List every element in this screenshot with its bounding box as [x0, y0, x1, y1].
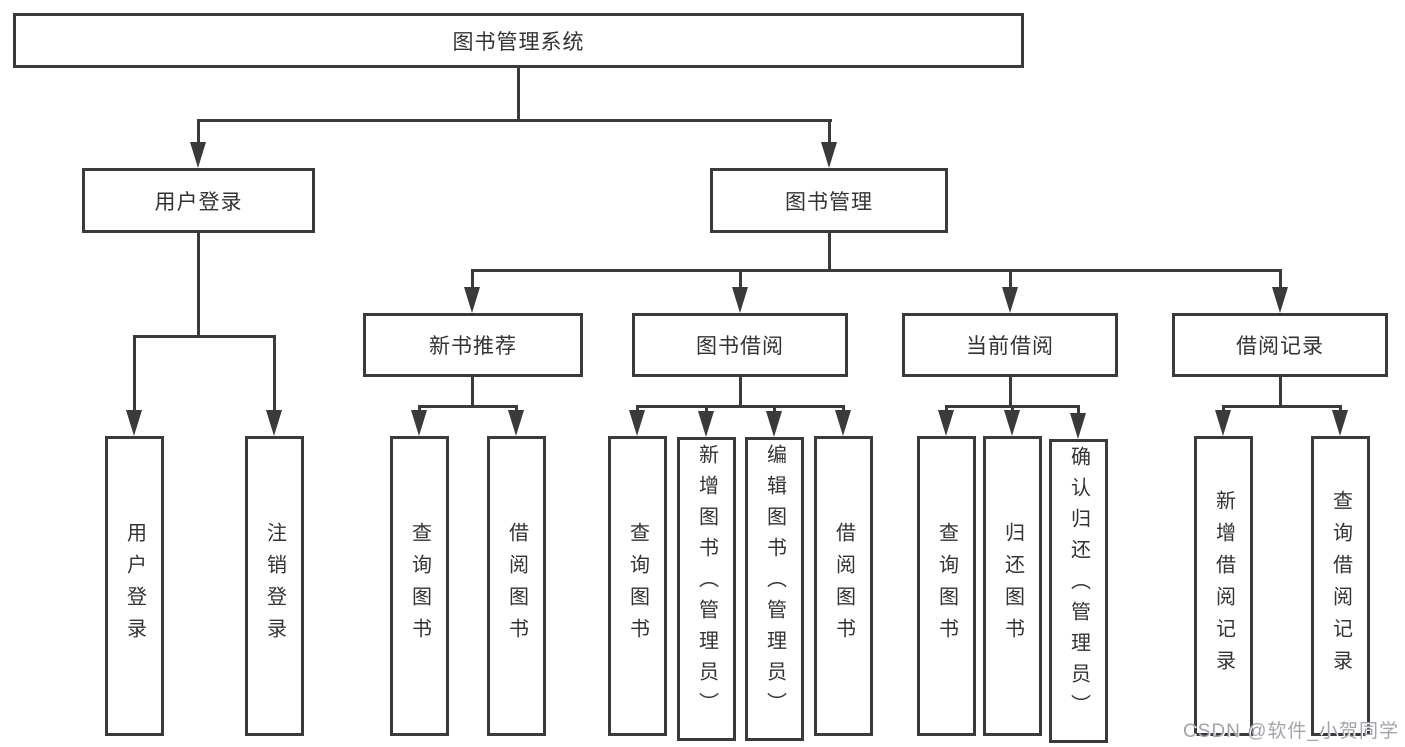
connector-vline — [1279, 377, 1282, 407]
arrow-down-icon — [766, 411, 782, 437]
leaf-confirm-return-admin: 确认归还（管理员） — [1049, 439, 1108, 743]
connector-vline — [517, 68, 520, 121]
leaf-label: 确认归还（管理员） — [1067, 446, 1090, 725]
connector-vline — [1279, 269, 1282, 292]
connector-vline — [1009, 269, 1012, 292]
connector-vline — [828, 119, 831, 148]
connector-hline — [471, 269, 1281, 272]
arrow-down-icon — [938, 410, 954, 436]
arrow-down-icon — [266, 410, 282, 436]
leaf-edit-books-admin: 编辑图书（管理员） — [745, 437, 804, 741]
arrow-down-icon — [411, 410, 427, 436]
leaf-query-books-3: 查询图书 — [917, 436, 976, 736]
leaf-query-borrow-record: 查询借阅记录 — [1311, 436, 1370, 736]
arrow-down-icon — [821, 142, 837, 168]
connector-vline — [471, 377, 474, 407]
node-current-borrowing: 当前借阅 — [902, 313, 1118, 377]
leaf-label: 编辑图书（管理员） — [763, 444, 786, 723]
arrow-down-icon — [1002, 287, 1018, 313]
connector-hline — [197, 119, 832, 122]
node-borrowing-records: 借阅记录 — [1172, 313, 1388, 377]
connector-vline — [273, 335, 276, 413]
connector-vline — [739, 269, 742, 292]
leaf-label: 借阅图书 — [505, 522, 528, 650]
connector-hline — [418, 405, 518, 408]
leaf-label: 查询图书 — [935, 522, 958, 650]
leaf-return-books: 归还图书 — [983, 436, 1042, 736]
node-library-management-system: 图书管理系统 — [13, 13, 1024, 68]
arrow-down-icon — [835, 410, 851, 436]
leaf-label: 新增图书（管理员） — [695, 444, 718, 723]
leaf-label: 用户登录 — [123, 522, 146, 650]
node-new-book-recommend: 新书推荐 — [363, 313, 583, 377]
arrow-down-icon — [126, 410, 142, 436]
connector-vline — [197, 119, 200, 148]
connector-hline — [1222, 405, 1342, 408]
arrow-down-icon — [1215, 410, 1231, 436]
arrow-down-icon — [464, 287, 480, 313]
connector-vline — [773, 405, 776, 415]
arrow-down-icon — [1332, 410, 1348, 436]
leaf-label: 查询图书 — [626, 522, 649, 650]
arrow-down-icon — [1272, 287, 1288, 313]
leaf-user-login: 用户登录 — [105, 436, 164, 736]
leaf-query-books-1: 查询图书 — [390, 436, 449, 736]
node-user-login: 用户登录 — [82, 168, 315, 233]
arrow-down-icon — [190, 142, 206, 168]
arrow-down-icon — [698, 411, 714, 437]
watermark: CSDN @软件_小贺同学 — [1183, 721, 1399, 742]
arrow-down-icon — [1004, 410, 1020, 436]
connector-vline — [1009, 377, 1012, 407]
leaf-label: 借阅图书 — [832, 522, 855, 650]
arrow-down-icon — [1070, 413, 1086, 439]
leaf-logout: 注销登录 — [245, 436, 304, 736]
connector-vline — [471, 269, 474, 292]
leaf-label: 注销登录 — [263, 522, 286, 650]
connector-hline — [636, 405, 845, 408]
leaf-query-books-2: 查询图书 — [608, 436, 667, 736]
arrow-down-icon — [508, 410, 524, 436]
connector-vline — [1077, 405, 1080, 415]
connector-vline — [828, 233, 831, 271]
arrow-down-icon — [629, 410, 645, 436]
node-book-borrowing: 图书借阅 — [632, 313, 848, 377]
leaf-label: 归还图书 — [1001, 522, 1024, 650]
connector-vline — [705, 405, 708, 415]
connector-hline — [133, 335, 276, 338]
leaf-borrow-books-2: 借阅图书 — [814, 436, 873, 736]
leaf-borrow-books-1: 借阅图书 — [487, 436, 546, 736]
connector-vline — [197, 233, 200, 337]
connector-vline — [739, 377, 742, 407]
arrow-down-icon — [732, 287, 748, 313]
leaf-label: 查询借阅记录 — [1329, 490, 1352, 682]
leaf-add-borrow-record: 新增借阅记录 — [1194, 436, 1253, 736]
connector-vline — [133, 335, 136, 413]
leaf-label: 新增借阅记录 — [1212, 490, 1235, 682]
leaf-add-books-admin: 新增图书（管理员） — [677, 437, 736, 741]
leaf-label: 查询图书 — [408, 522, 431, 650]
node-book-management: 图书管理 — [710, 168, 948, 233]
